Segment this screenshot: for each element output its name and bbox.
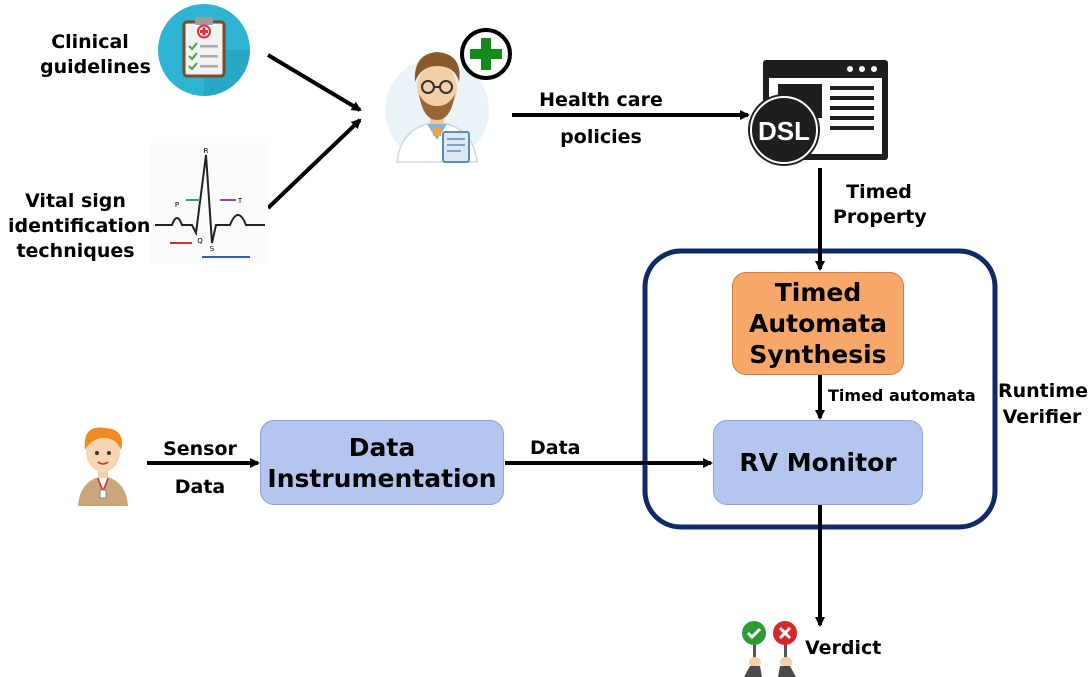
ecg-label-p: P <box>175 201 179 209</box>
rv-monitor-text: RV Monitor <box>739 448 897 477</box>
runtime-verifier-line-1: Runtime <box>998 380 1088 402</box>
ecg-label-s: S <box>210 245 215 253</box>
plus-icon <box>460 28 512 80</box>
sensor-data-label: Sensor Data <box>158 430 242 506</box>
ecg-label-t: T <box>237 197 243 205</box>
health-care-policies-label: Health care policies <box>536 82 666 156</box>
vital-sign-label: Vital sign identification techniques <box>8 189 151 264</box>
clinical-guidelines-label: Clinical guidelines <box>40 30 151 80</box>
instrumentation-line-1: Data <box>348 432 416 462</box>
timed-property-line-2: Property <box>833 206 927 228</box>
sensor-data-line-1: Sensor <box>163 438 237 460</box>
runtime-verifier-label: Runtime Verifier <box>998 378 1088 430</box>
timed-property-line-1: Timed <box>846 181 912 203</box>
runtime-verifier-line-2: Verifier <box>1002 406 1082 428</box>
data-instrumentation-box: Data Instrumentation <box>260 420 504 505</box>
clinical-guidelines-line-1: Clinical <box>51 31 129 53</box>
synthesis-line-3: Synthesis <box>749 340 887 369</box>
rv-monitor-box: RV Monitor <box>713 420 923 505</box>
doctor-icon <box>385 52 489 163</box>
synthesis-line-1: Timed <box>774 278 862 307</box>
health-care-line-1: Health care <box>539 89 663 111</box>
synthesis-line-2: Automata <box>748 309 887 338</box>
arrow-vitals-to-doctor <box>266 118 362 210</box>
verdict-label: Verdict <box>805 637 882 659</box>
timed-automata-edge-label: Timed automata <box>828 386 976 405</box>
clinical-guidelines-line-2: guidelines <box>40 56 151 78</box>
arrow-guidelines-to-doctor <box>266 53 362 112</box>
vital-sign-line-2: identification <box>8 215 151 237</box>
timed-property-label: Timed Property <box>833 180 927 230</box>
instrumentation-line-2: Instrumentation <box>267 463 497 493</box>
data-edge-label: Data <box>530 437 581 459</box>
clipboard-icon <box>158 4 250 96</box>
timed-automata-synthesis-box: Timed Automata Synthesis <box>732 272 904 375</box>
sensor-data-line-2: Data <box>174 476 226 498</box>
vital-sign-line-3: techniques <box>16 240 135 262</box>
ecg-waveform-icon: R P T Q S <box>150 143 268 263</box>
dsl-text: DSL <box>758 116 810 146</box>
patient-icon <box>78 427 128 506</box>
ecg-label-q: Q <box>197 237 203 245</box>
dsl-document-icon: DSL <box>748 60 888 166</box>
health-care-line-2: policies <box>560 126 642 148</box>
vital-sign-line-1: Vital sign <box>25 190 126 212</box>
verdict-signs-icon <box>742 621 797 677</box>
ecg-label-r: R <box>204 147 209 155</box>
